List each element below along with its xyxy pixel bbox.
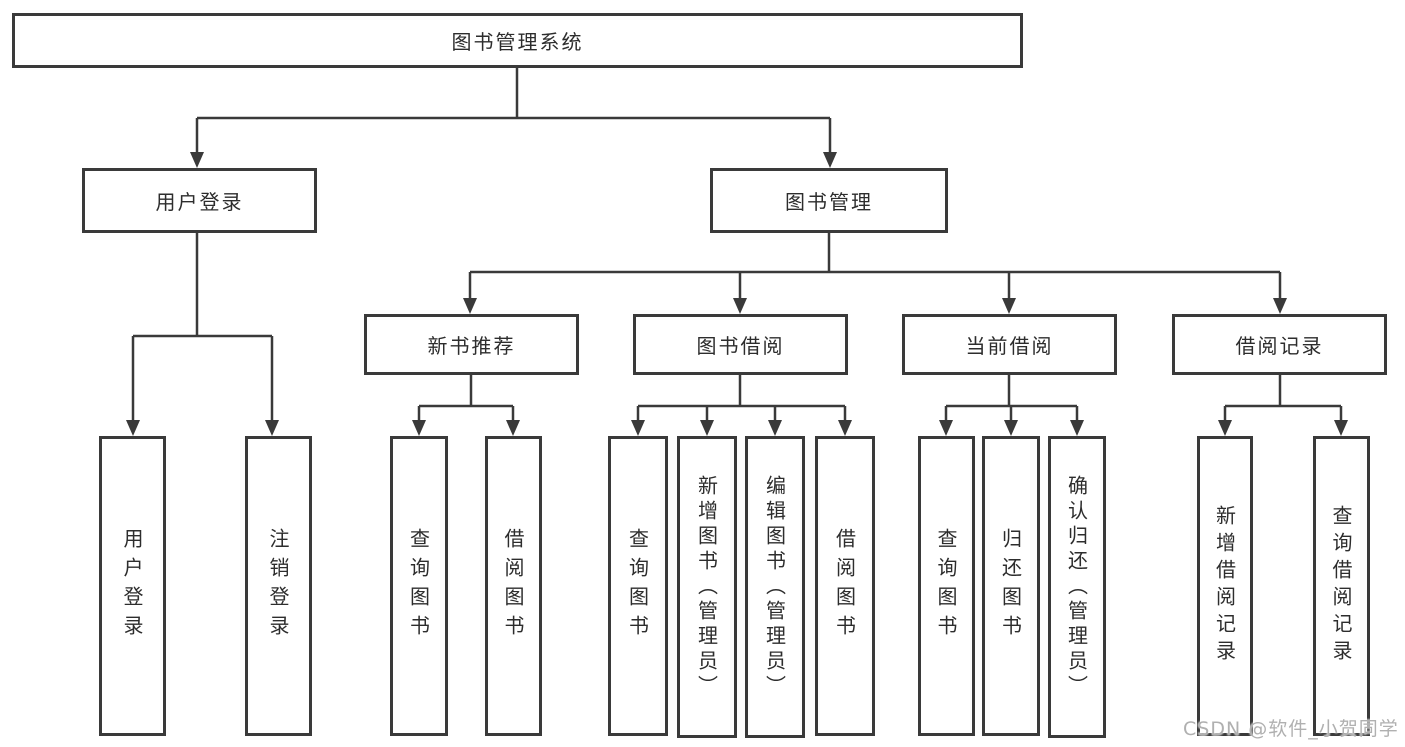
leaf-query-books-borrow: 查询图书 [608,436,668,736]
leaf-user-login: 用户登录 [99,436,166,736]
leaf-borrow-books: 借阅图书 [815,436,875,736]
leaf-borrow-books-recommend: 借阅图书 [485,436,542,736]
leaf-query-books-current: 查询图书 [918,436,975,736]
connector-root-to-level2 [190,68,837,168]
leaf-edit-book-admin: 编辑图书（管理员） [745,436,805,738]
connector-book-mgmt-to-level3 [463,233,1287,314]
node-book-borrow: 图书借阅 [633,314,848,375]
connector-current-borrow-children [939,375,1084,436]
connector-user-login-children [126,233,279,436]
node-current-borrow: 当前借阅 [902,314,1117,375]
node-book-management: 图书管理 [710,168,948,233]
leaf-query-books-recommend: 查询图书 [390,436,448,736]
csdn-watermark: CSDN @软件_小贺同学 [1183,718,1399,740]
node-borrow-records: 借阅记录 [1172,314,1387,375]
leaf-confirm-return-admin: 确认归还（管理员） [1048,436,1106,738]
leaf-add-borrow-record: 新增借阅记录 [1197,436,1253,736]
node-library-management-system: 图书管理系统 [12,13,1023,68]
connector-new-book-children [412,375,520,436]
connector-book-borrow-children [631,375,852,436]
leaf-query-borrow-record: 查询借阅记录 [1313,436,1370,736]
node-user-login: 用户登录 [82,168,317,233]
leaf-add-book-admin: 新增图书（管理员） [677,436,737,738]
leaf-return-books: 归还图书 [982,436,1040,736]
node-new-book-recommend: 新书推荐 [364,314,579,375]
connector-borrow-records-children [1218,375,1348,436]
leaf-logout: 注销登录 [245,436,312,736]
